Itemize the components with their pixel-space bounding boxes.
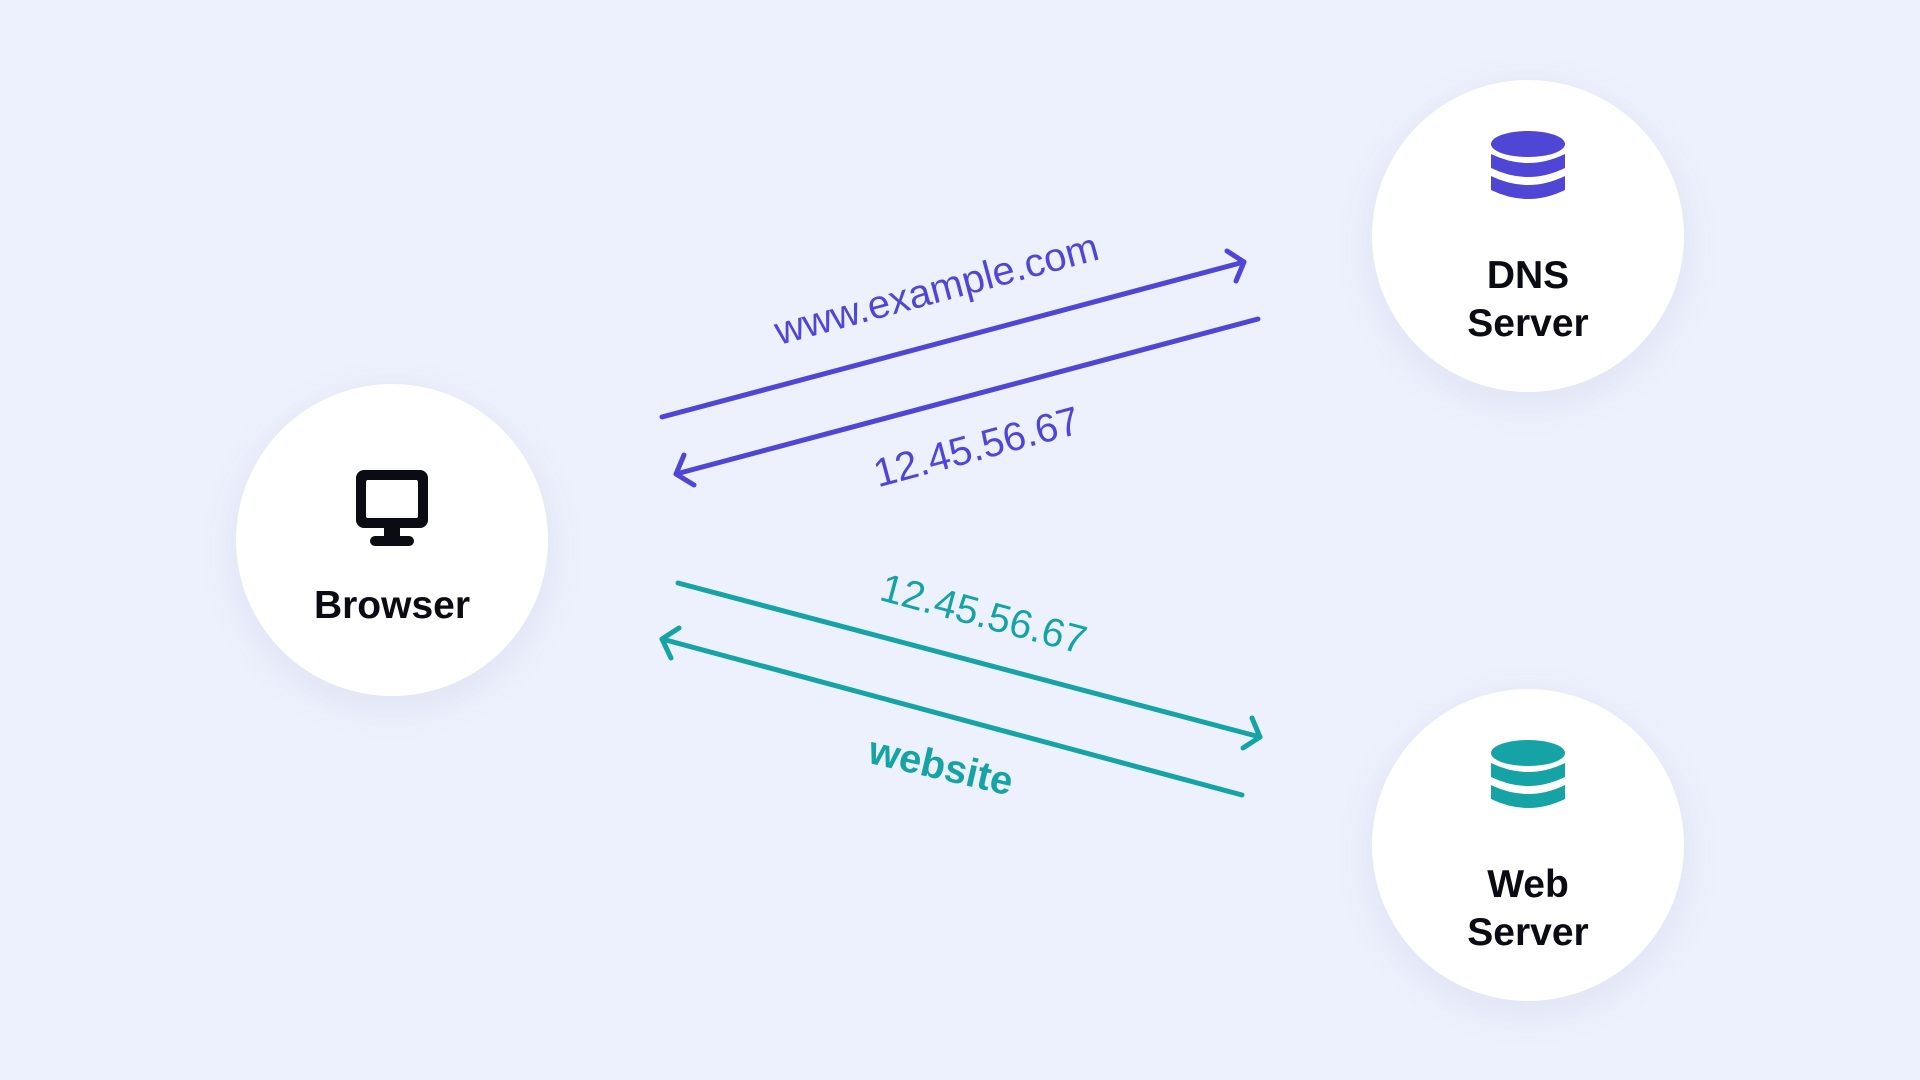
web-server-node: Web Server — [1372, 689, 1684, 1001]
dns-request-label: www.example.com — [769, 225, 1103, 354]
dns-server-label-line1: DNS — [1486, 254, 1570, 297]
web-server-label: Web Server — [1372, 861, 1684, 957]
database-icon — [1491, 131, 1565, 199]
browser-node: Browser — [236, 384, 548, 696]
dns-server-label-line2: Server — [1467, 302, 1589, 345]
dns-response-arrow — [673, 316, 1261, 488]
dns-server-node: DNS Server — [1372, 80, 1684, 392]
web-server-label-line1: Web — [1487, 863, 1569, 906]
web-server-label-line2: Server — [1467, 911, 1589, 954]
browser-label: Browser — [313, 584, 471, 627]
web-response-arrow — [659, 625, 1245, 798]
dns-server-label: DNS Server — [1372, 252, 1684, 348]
dns-request-arrow — [659, 248, 1247, 420]
web-request-label: 12.45.56.67 — [876, 566, 1092, 663]
web-response-label: website — [864, 728, 1018, 804]
database-icon — [1491, 740, 1565, 808]
web-request-arrow — [675, 580, 1263, 751]
monitor-icon — [356, 470, 428, 546]
